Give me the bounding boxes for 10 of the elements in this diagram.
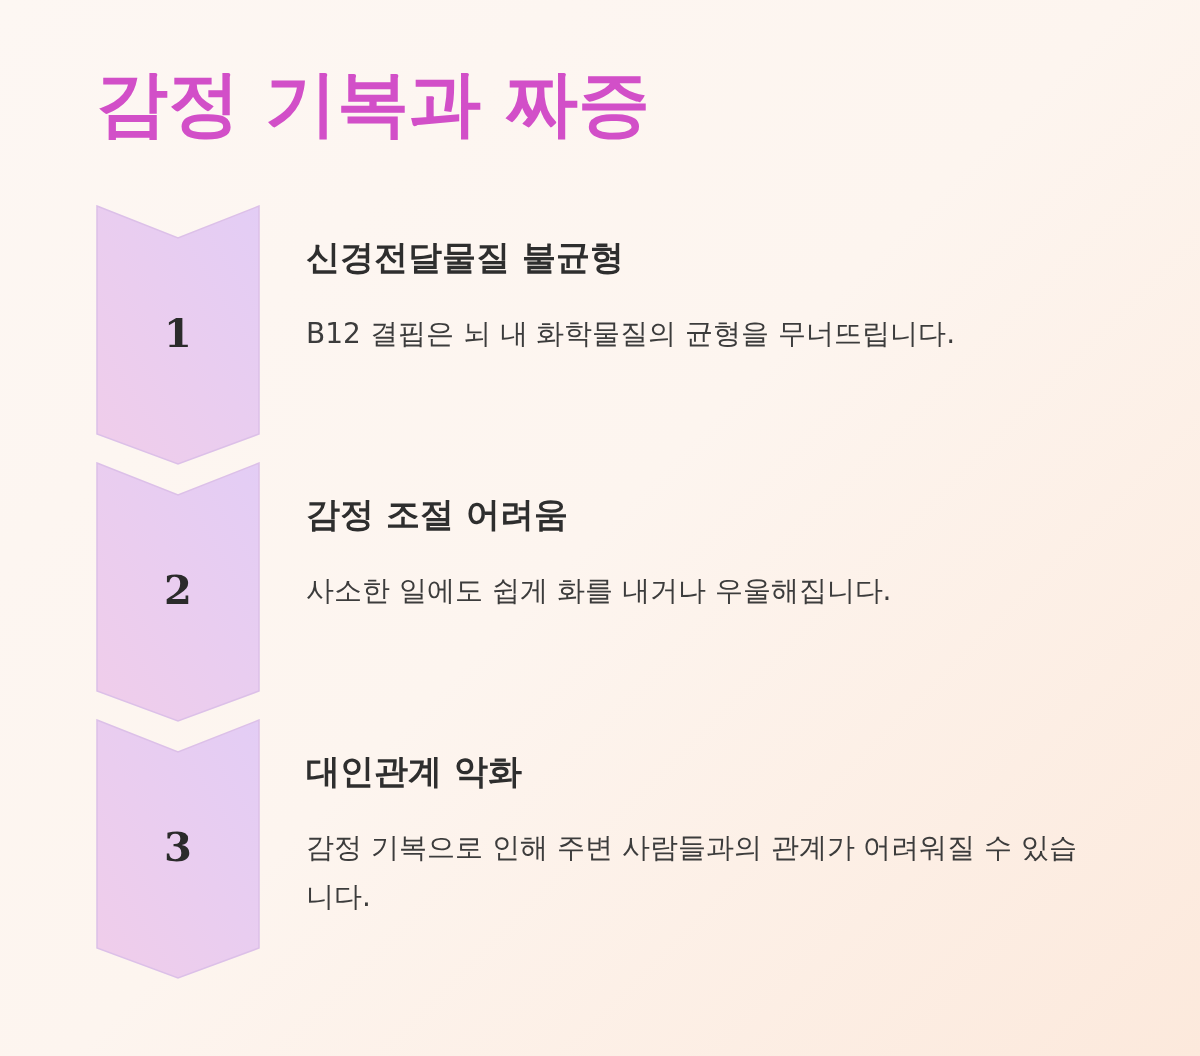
step-heading: 신경전달물질 불균형 [306, 236, 624, 279]
step-description: 감정 기복으로 인해 주변 사람들과의 관계가 어려워질 수 있습니다. [306, 830, 1079, 915]
step-number: 2 [163, 566, 193, 613]
step-number: 1 [163, 309, 193, 356]
slide-title: 감정 기복과 짜증 [96, 60, 651, 147]
step-heading: 감정 조절 어려움 [306, 493, 568, 536]
step-heading: 대인관계 악화 [306, 750, 522, 793]
step-description: B12 결핍은 뇌 내 화학물질의 균형을 무너뜨립니다. [306, 316, 957, 352]
step-number: 3 [163, 823, 193, 870]
step-description: 사소한 일에도 쉽게 화를 내거나 우울해집니다. [306, 573, 893, 609]
